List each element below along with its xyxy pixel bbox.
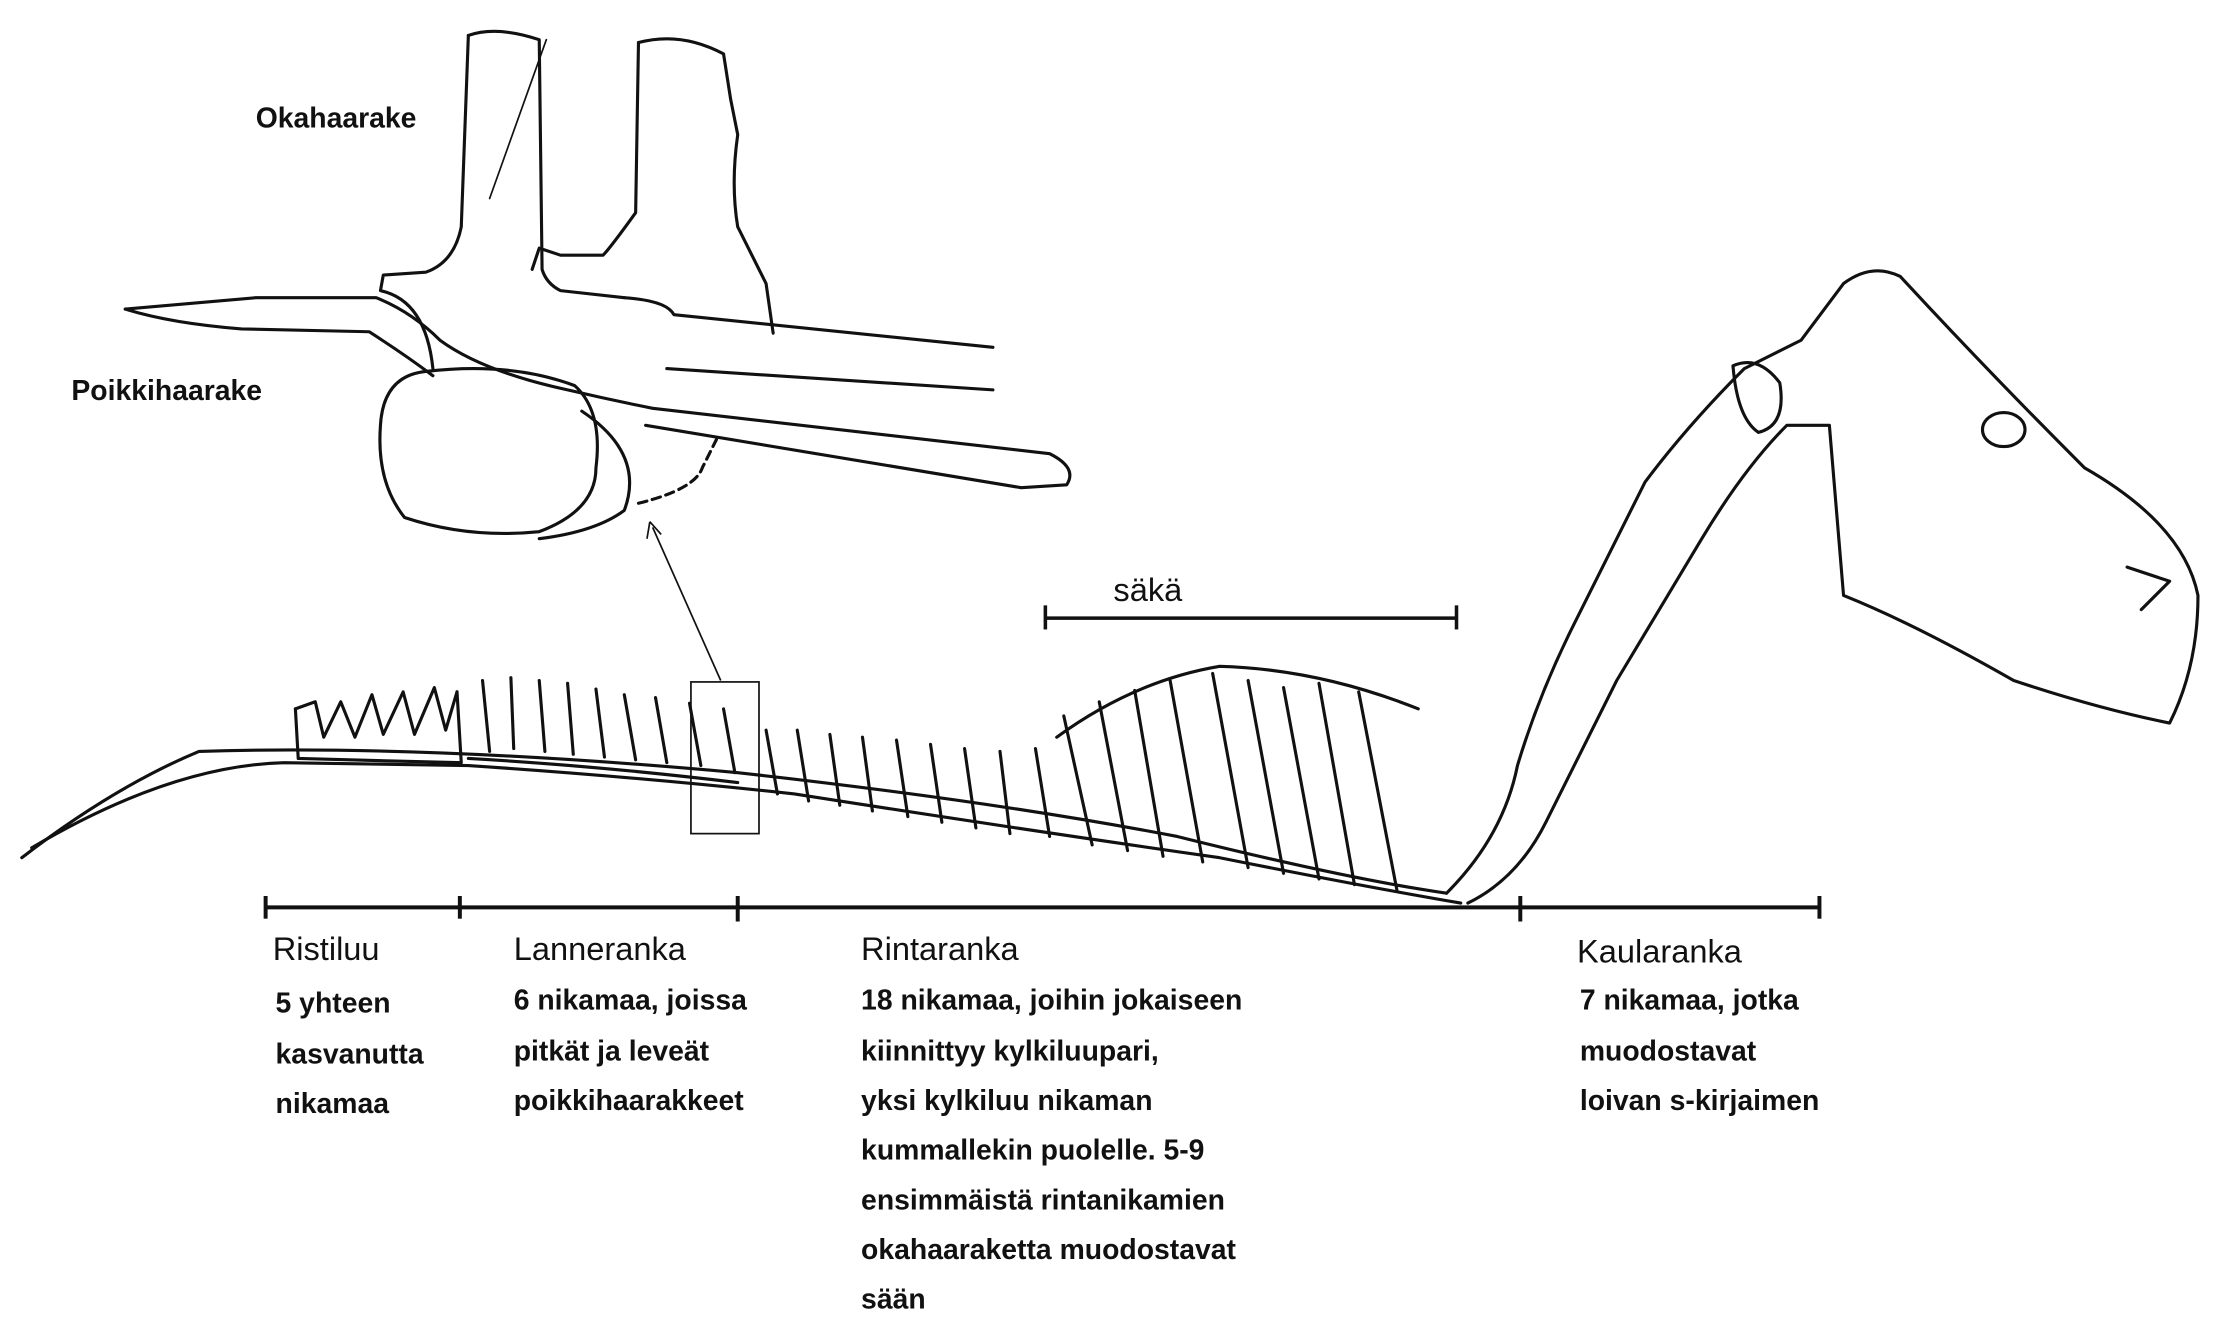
section-kaularanka: Kaularanka 7 nikamaa, jotka muodostavat … xyxy=(1577,933,1819,1117)
section-text: 5 yhteen xyxy=(276,987,391,1019)
section-text: poikkihaarakkeet xyxy=(514,1085,745,1117)
section-ruler xyxy=(263,896,1822,922)
section-title: Rintaranka xyxy=(861,930,1019,967)
section-text: nikamaa xyxy=(276,1088,390,1120)
section-text: sään xyxy=(861,1284,926,1316)
section-ristiluu: Ristiluu 5 yhteen kasvanutta nikamaa xyxy=(273,930,424,1120)
section-text: 6 nikamaa, joissa xyxy=(514,984,747,1016)
vertebra-detail-drawing xyxy=(123,29,1072,541)
section-text: pitkät ja leveät xyxy=(514,1035,710,1067)
section-title: Ristiluu xyxy=(273,930,380,967)
withers-bar xyxy=(1043,605,1459,630)
pointer-arrow xyxy=(646,521,760,835)
section-text: 7 nikamaa, jotka xyxy=(1580,984,1799,1016)
spinous-process-label: Okahaarake xyxy=(256,103,417,135)
section-text: yksi kylkiluu nikaman xyxy=(861,1085,1152,1117)
section-rintaranka: Rintaranka 18 nikamaa, joihin jokaiseen … xyxy=(861,930,1242,1316)
section-text: kummallekin puolelle. 5-9 xyxy=(861,1135,1204,1167)
section-text: muodostavat xyxy=(1580,1035,1757,1067)
withers-label: säkä xyxy=(1113,571,1183,608)
section-text: loivan s-kirjaimen xyxy=(1580,1085,1819,1117)
section-text: kiinnittyy kylkiluupari, xyxy=(861,1035,1159,1067)
section-title: Lanneranka xyxy=(514,930,687,967)
section-text: ensimmäistä rintanikamien xyxy=(861,1184,1225,1216)
section-lanneranka: Lanneranka 6 nikamaa, joissa pitkät ja l… xyxy=(514,930,747,1117)
spine-skeleton-drawing xyxy=(20,269,2200,905)
section-text: kasvanutta xyxy=(276,1038,424,1070)
section-text: okahaaraketta muodostavat xyxy=(861,1234,1236,1266)
section-text: 18 nikamaa, joihin jokaiseen xyxy=(861,984,1242,1016)
transverse-process-label: Poikkihaarake xyxy=(71,375,262,407)
section-title: Kaularanka xyxy=(1577,933,1743,970)
highlight-box xyxy=(690,681,760,835)
